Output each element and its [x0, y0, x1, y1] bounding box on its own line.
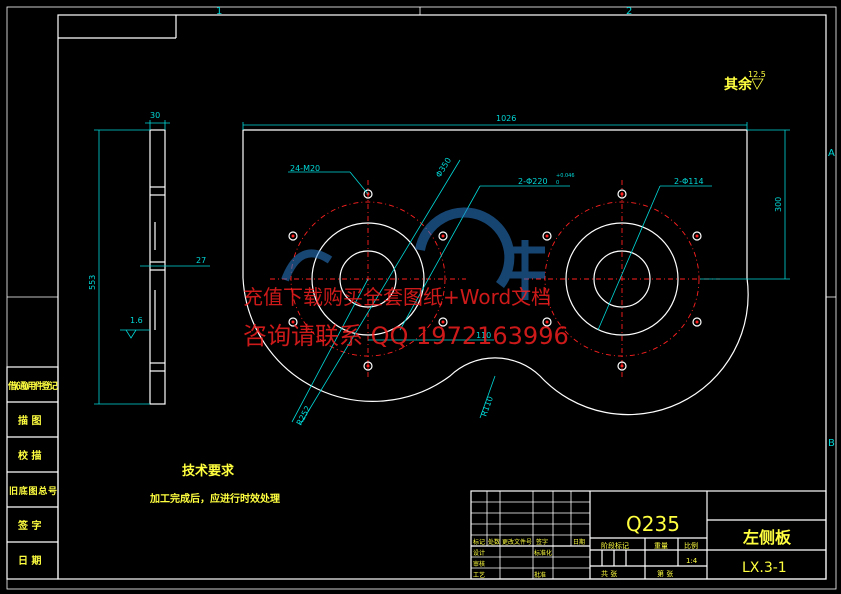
label-check-trace: 校 描: [18, 449, 41, 462]
watermark-line-2: 咨询请联系 QQ 1972163996: [243, 322, 569, 350]
plate-outline: [242, 129, 749, 416]
weight-header: 重量: [654, 542, 668, 550]
sign-header: 签字: [536, 538, 548, 546]
sheet-number: 第 张: [657, 569, 673, 578]
tech-req-title: 技术要求: [182, 463, 235, 479]
side-roughness: 1.6: [130, 316, 143, 325]
side-view: [94, 120, 210, 405]
roughness-value: 12.5: [748, 70, 766, 79]
review-label: 审核: [473, 560, 485, 568]
bore-tol-upper: +0.046: [556, 173, 575, 179]
inner-radius-dim: R110: [479, 395, 495, 418]
drawing-number: LX.3-1: [742, 560, 787, 576]
zone-col-2: 2: [626, 6, 632, 17]
height-dim-300: 300: [774, 197, 783, 212]
side-height-dim: 553: [88, 275, 97, 290]
bore-left-dim: 2-Φ220: [518, 177, 548, 186]
bore-tol-lower: 0: [556, 180, 559, 186]
label-sign: 签 字: [17, 519, 41, 532]
standard-label: 标准化: [534, 549, 552, 557]
scale-value: 1:4: [686, 557, 698, 565]
design-label: 设计: [473, 549, 485, 557]
part-name: 左侧板: [742, 528, 792, 547]
roughness-symbol: [751, 78, 764, 90]
side-offset-dim: 27: [196, 256, 206, 265]
title-block-grid: [470, 490, 827, 580]
label-trace: 描 图: [18, 414, 41, 427]
approve-label: 批准: [534, 571, 546, 579]
roughness-prefix: 其余: [724, 76, 753, 93]
watermark-logo: [281, 207, 545, 300]
revision-mark: 标记: [473, 538, 485, 546]
bore-right-dim: 2-Φ114: [674, 177, 704, 186]
outer-frame: [6, 6, 837, 590]
outer-radius-dim: R252: [295, 404, 313, 427]
tapped-holes-callout: 24-M20: [290, 164, 320, 173]
label-old-no: 旧底图总号: [9, 485, 57, 497]
process-label: 工艺: [473, 571, 485, 579]
revision-count: 处数: [488, 538, 500, 546]
change-doc: 更改文件号: [502, 538, 532, 546]
front-view: [242, 122, 790, 426]
zone-row-a: A: [828, 148, 835, 159]
material: Q235: [626, 512, 680, 536]
tech-req-text: 加工完成后，应进行时效处理: [149, 492, 280, 505]
width-dim-1026: 1026: [496, 114, 516, 123]
label-date: 日 期: [18, 554, 41, 567]
date-header: 日期: [573, 538, 585, 546]
scale-header: 比例: [684, 541, 698, 550]
sheet-total: 共 张: [601, 569, 617, 578]
mark-header: 阶段标记: [601, 541, 629, 550]
label-reg: 借(通)用件登记: [7, 380, 58, 392]
side-view-body: [149, 129, 166, 405]
center-dim: 110: [476, 331, 491, 340]
watermark-line-1: 充值下载购买全套图纸+Word文档: [243, 285, 551, 309]
zone-row-b: B: [828, 438, 835, 449]
side-width-dim: 30: [150, 111, 160, 120]
zone-col-1: 1: [216, 6, 222, 17]
left-label-column: [6, 366, 59, 580]
